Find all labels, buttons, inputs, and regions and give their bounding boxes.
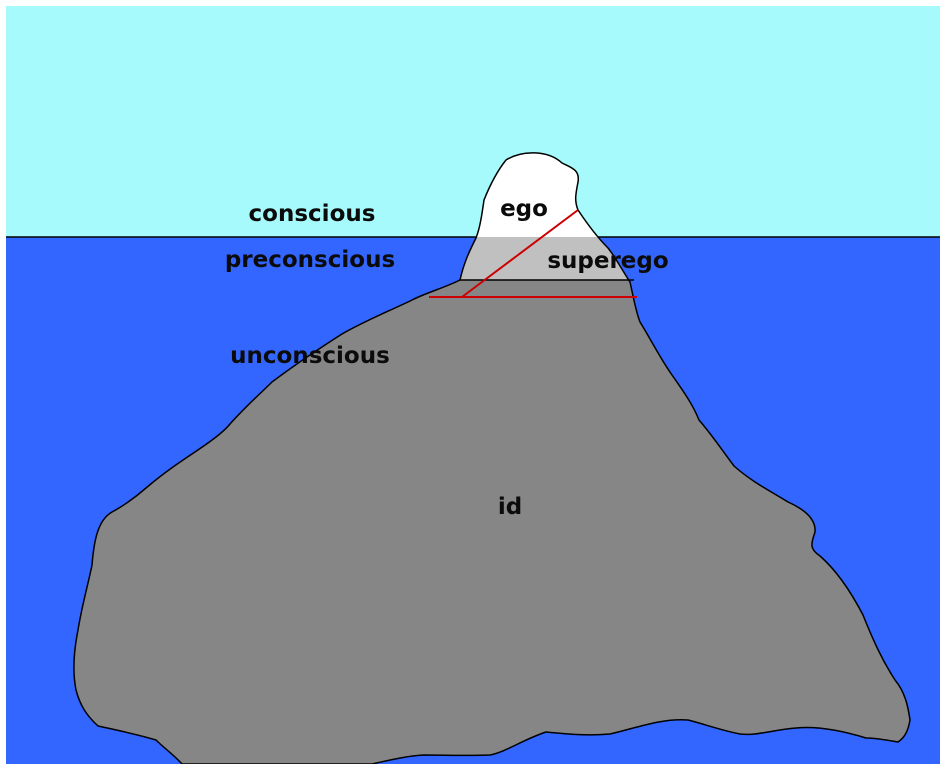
- label-superego: superego: [547, 248, 668, 274]
- label-ego: ego: [500, 196, 548, 222]
- iceberg-outline: [73, 152, 911, 764]
- label-unconscious: unconscious: [230, 343, 390, 369]
- preconscious-band-fill: [460, 237, 629, 280]
- iceberg: [73, 152, 911, 764]
- submerged-ice-fill: [73, 280, 910, 764]
- sky-region: [6, 6, 940, 237]
- label-id: id: [498, 494, 522, 520]
- ego-superego-divider: [461, 209, 579, 298]
- label-conscious: conscious: [249, 201, 376, 227]
- iceberg-tip-fill: [476, 152, 598, 237]
- label-preconscious: preconscious: [225, 247, 395, 273]
